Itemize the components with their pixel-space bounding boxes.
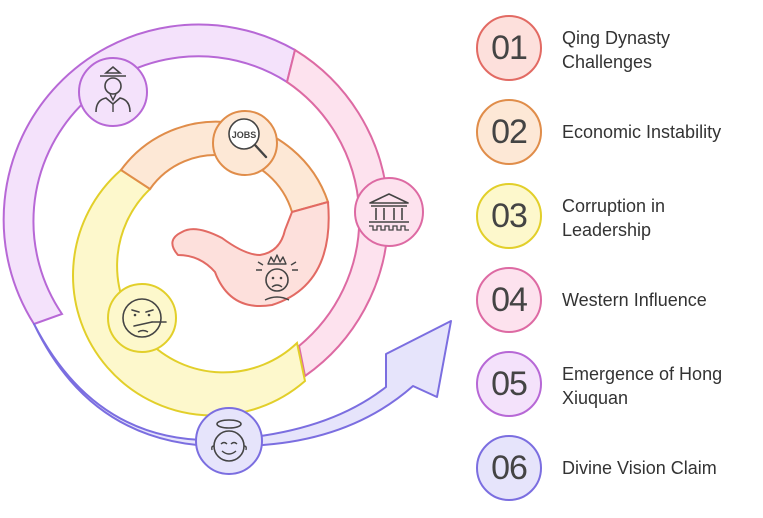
outer-arrow-segment-06	[33, 320, 452, 448]
distressed-face-icon	[256, 254, 298, 301]
sick-face-icon	[107, 283, 177, 353]
step-label-02: Economic Instability	[562, 122, 722, 142]
step-label-06: Divine Vision Claim	[562, 458, 717, 478]
outer-ring-segment-04	[285, 48, 390, 378]
step-number-06: 06	[491, 448, 528, 487]
step-badge-04: 04	[476, 267, 542, 333]
inner-hook-segment-01	[171, 201, 330, 307]
official-icon	[78, 57, 148, 127]
government-building-icon	[354, 177, 424, 247]
step-label-03: Corruption in Leadership	[562, 196, 666, 240]
step-number-04: 04	[491, 280, 528, 319]
step-label-05: Emergence of Hong Xiuquan	[562, 364, 723, 408]
jobs-label: JOBS	[232, 130, 257, 140]
step-badge-01: 01	[476, 15, 542, 81]
step-label-01: Qing Dynasty Challenges	[562, 28, 671, 72]
jobs-search-icon: JOBS	[212, 110, 278, 176]
step-label-04: Western Influence	[562, 290, 707, 310]
step-number-01: 01	[491, 28, 528, 67]
step-number-05: 05	[491, 364, 528, 403]
step-badge-03: 03	[476, 183, 542, 249]
step-badge-05: 05	[476, 351, 542, 417]
step-badge-02: 02	[476, 99, 542, 165]
halo-face-icon	[195, 407, 263, 475]
step-badge-06: 06	[476, 435, 542, 501]
step-number-02: 02	[491, 112, 528, 151]
step-number-03: 03	[491, 196, 528, 235]
